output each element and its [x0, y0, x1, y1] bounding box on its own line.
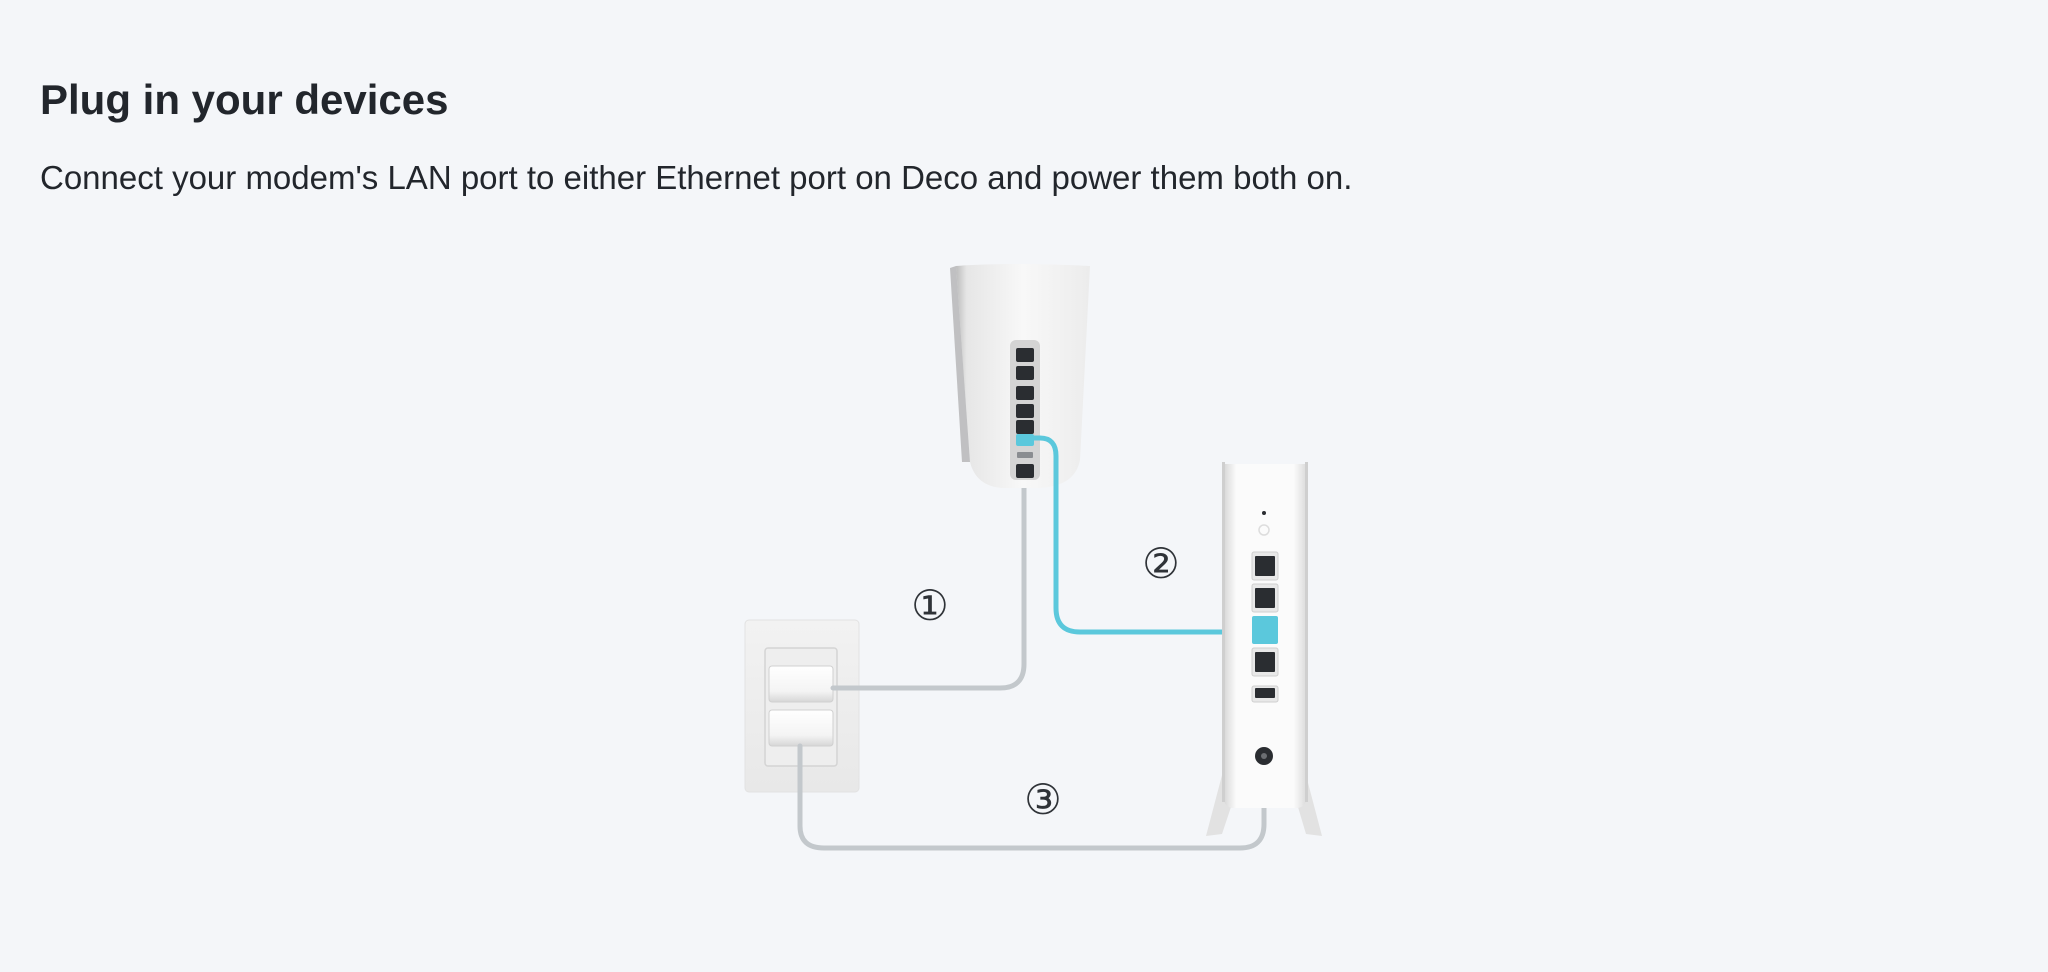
page-instruction: Connect your modem's LAN port to either …	[40, 159, 1353, 196]
power-outlet	[744, 619, 860, 793]
step-1-label: ①	[911, 581, 949, 630]
ethernet-cable	[1023, 435, 1259, 635]
modem-lan-port	[1252, 616, 1278, 644]
modem	[1206, 462, 1322, 836]
deco-power-cable	[830, 475, 1027, 691]
modem-power-cable	[797, 743, 1267, 851]
step-3-label: ③	[1024, 775, 1062, 824]
deco-unit	[950, 264, 1090, 488]
step-2-label: ②	[1142, 539, 1180, 588]
page-title: Plug in your devices	[40, 76, 449, 123]
